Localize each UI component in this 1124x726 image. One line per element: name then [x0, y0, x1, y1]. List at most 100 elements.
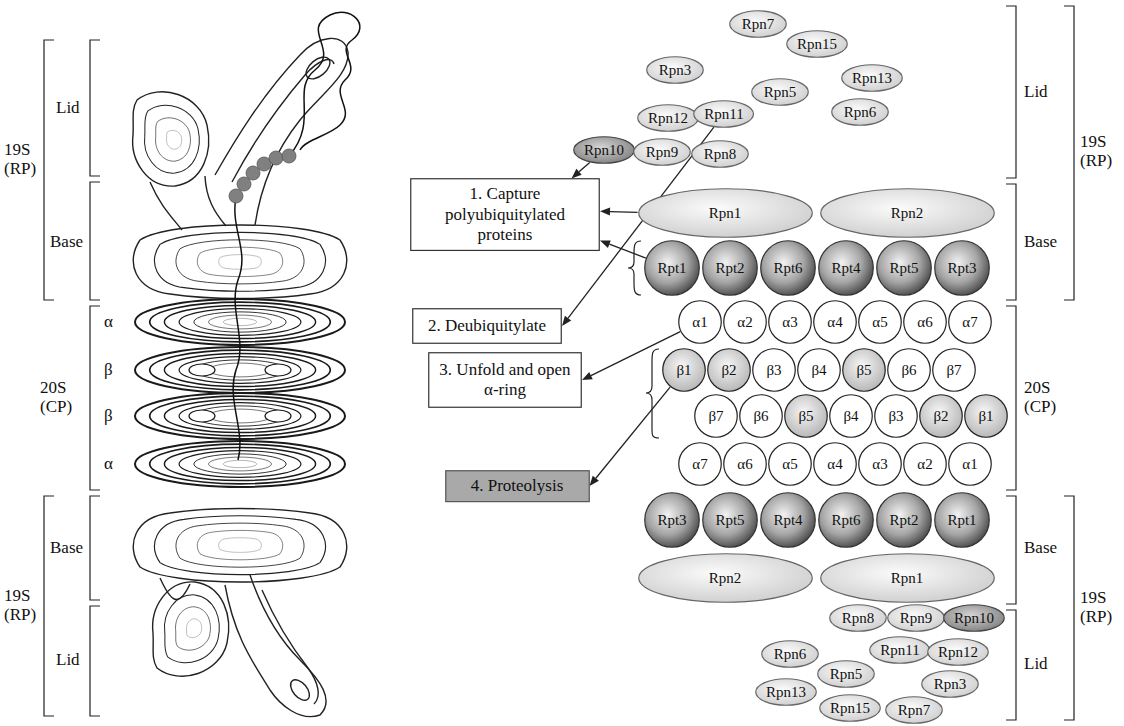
ring-subunit: β1	[964, 394, 1008, 438]
ring-subunit: β5	[842, 348, 886, 392]
subunit-oval: Rpn10	[943, 604, 1005, 632]
oval-outline	[753, 349, 796, 392]
arrowhead	[582, 372, 593, 380]
bracket-label: Base	[50, 539, 83, 558]
oval-outline	[769, 301, 812, 344]
oval-outline	[703, 241, 758, 296]
atpase-sphere: Rpt3	[644, 492, 700, 548]
step-box: 2. Deubiquitylate	[412, 308, 562, 344]
oval-outline	[965, 395, 1008, 438]
subunit-label: Rpt4	[831, 260, 860, 277]
oval-outline	[904, 301, 947, 344]
oval-outline	[634, 139, 691, 166]
subunit-oval: Rpn7	[885, 696, 943, 724]
contour	[153, 582, 229, 676]
subunit-oval: Rpn8	[691, 140, 749, 168]
ubiquitin	[229, 189, 243, 203]
oval-outline	[820, 189, 994, 238]
subunit-oval: Rpn2	[820, 188, 995, 238]
oval-outline	[638, 105, 699, 132]
oval-outline	[928, 639, 989, 666]
oval-outline	[842, 65, 903, 92]
oval-outline	[830, 605, 887, 632]
contour	[287, 676, 313, 703]
curly-brace	[646, 349, 659, 438]
subunit-label: β3	[766, 362, 781, 379]
oval-outline	[756, 679, 817, 706]
bracket-label: β	[104, 407, 113, 426]
oval-outline	[949, 443, 992, 486]
subunit-label: Rpn8	[704, 146, 737, 163]
oval-outline	[870, 637, 930, 664]
subunit-label: Rpn1	[891, 570, 924, 587]
oval-outline	[935, 241, 990, 296]
ring-subunit: β3	[752, 348, 796, 392]
subunit-oval: Rpn11	[869, 636, 930, 664]
subunit-label: β7	[708, 408, 723, 425]
box-outline	[429, 353, 582, 408]
subunit-label: Rpt5	[715, 512, 744, 529]
oval-outline	[695, 395, 738, 438]
subunit-label: β2	[721, 362, 736, 379]
subunit-label: Rpn7	[742, 16, 775, 33]
contour	[225, 575, 326, 717]
ring-subunit: β4	[829, 394, 873, 438]
oval-outline	[888, 605, 945, 632]
arrowhead	[600, 208, 610, 216]
bracket-label: 19S (RP)	[4, 141, 36, 178]
subunit-oval: Rpn15	[819, 694, 881, 722]
oval-outline	[920, 395, 963, 438]
oval-outline	[647, 57, 704, 84]
bracket-label: 19S (RP)	[1080, 589, 1112, 626]
subunit-label: Rpn12	[648, 110, 688, 127]
oval-outline	[752, 79, 809, 106]
arrowhead	[572, 169, 582, 179]
subunit-label: Rpn2	[709, 570, 742, 587]
atpase-sphere: Rpt4	[818, 240, 874, 296]
ubiquitin	[269, 151, 283, 165]
subunit-oval: Rpn3	[646, 56, 704, 84]
subunit-oval: Rpn5	[751, 78, 809, 106]
subunit-label: α4	[827, 456, 842, 473]
contour	[209, 363, 272, 377]
contour-map	[133, 38, 348, 716]
contour	[215, 38, 348, 225]
subunit-label: β7	[946, 362, 961, 379]
contour	[179, 403, 301, 430]
ring-subunit: α2	[723, 300, 767, 344]
arrowhead	[562, 316, 571, 326]
atpase-sphere: Rpt4	[760, 492, 816, 548]
ring-subunit: α4	[813, 300, 857, 344]
bracket	[44, 40, 54, 300]
bracket	[1006, 496, 1016, 604]
subunit-label: β5	[856, 362, 871, 379]
brackets	[44, 6, 1074, 720]
oval-outline	[740, 395, 783, 438]
subunit-label: β2	[933, 408, 948, 425]
oval-outline	[820, 554, 994, 603]
contour	[179, 451, 301, 478]
lid-contours	[133, 92, 209, 186]
bracket	[1006, 610, 1016, 720]
subunit-label: Rpt1	[947, 512, 976, 529]
contour	[205, 176, 226, 226]
subunit-oval: Rpn13	[755, 678, 817, 706]
bracket	[44, 496, 54, 716]
step-box: 4. Proteolysis	[445, 470, 590, 502]
oval-outline	[703, 493, 758, 548]
contour	[133, 509, 347, 583]
ring-subunit: α1	[678, 300, 722, 344]
bracket-label: 19S (RP)	[4, 587, 36, 624]
contour	[179, 309, 301, 336]
subunit-oval: Rpn7	[729, 10, 787, 38]
subunit-oval: Rpn8	[829, 604, 887, 632]
step-text: 4. Proteolysis	[463, 476, 572, 496]
subunit-label: β1	[676, 362, 691, 379]
ring-subunit: β4	[797, 348, 841, 392]
contour	[164, 305, 315, 338]
subunit-label: Rpn11	[704, 106, 743, 123]
oval-outline	[904, 443, 947, 486]
oval-outline	[798, 349, 841, 392]
oval-outline	[886, 697, 943, 724]
oval-outline	[859, 443, 902, 486]
